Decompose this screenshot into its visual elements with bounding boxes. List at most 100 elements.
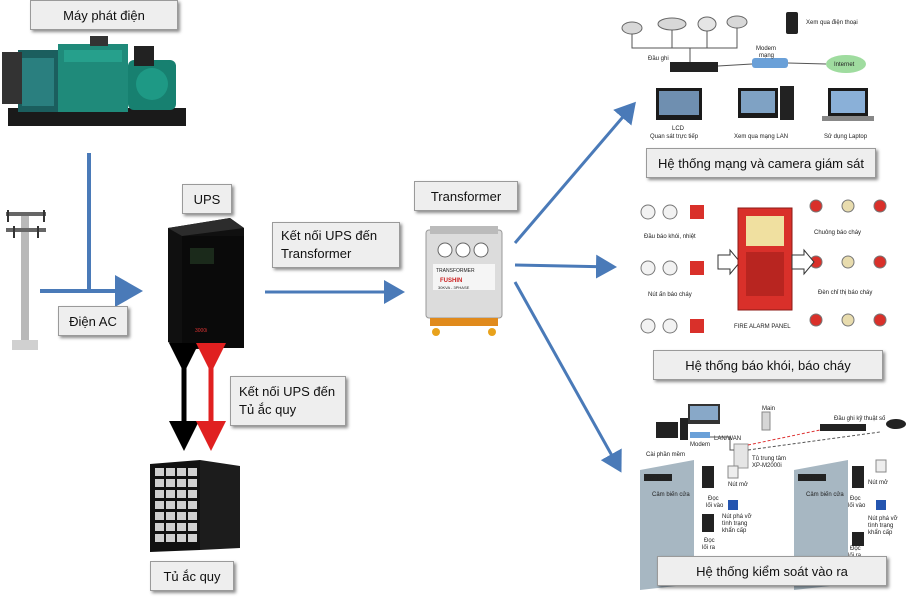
battery-slot (188, 490, 197, 498)
battery-slot (155, 512, 164, 520)
svg-text:Xem qua mạng LAN: Xem qua mạng LAN (734, 134, 788, 140)
svg-text:Đọc: Đọc (708, 496, 719, 502)
svg-text:Nút phá vỡ: Nút phá vỡ (722, 514, 752, 520)
svg-text:Cài phần mềm: Cài phần mềm (646, 452, 685, 458)
battery-slot (166, 512, 175, 520)
svg-text:3000i: 3000i (195, 328, 207, 334)
generator-label: Máy phát điện (30, 0, 178, 30)
svg-text:Sử dụng Laptop: Sử dụng Laptop (824, 133, 868, 140)
svg-text:Đọc: Đọc (704, 538, 715, 544)
ups-to-transformer-label: Kết nối UPS đến Transformer (272, 222, 400, 268)
camera-system-image: Xem qua điện thoại Đầu ghi Modem mạng In… (621, 12, 874, 140)
battery-slot (166, 479, 175, 487)
battery-slot (166, 501, 175, 509)
fire-bell-icon (841, 255, 855, 269)
fire-system-image: Đầu báo khói, nhiệt Nút ấn báo cháy FIRE… (640, 199, 887, 334)
svg-text:Internet: Internet (834, 62, 855, 68)
fire-bell-icon (841, 313, 855, 327)
fire-bell-icon (809, 313, 823, 327)
svg-text:Nút ấn báo cháy: Nút ấn báo cháy (648, 292, 692, 298)
transformer-label: Transformer (414, 181, 518, 211)
battery-slot (177, 523, 186, 531)
fire-bell-icon (873, 199, 887, 213)
svg-text:XP-M2000i: XP-M2000i (752, 463, 782, 469)
svg-text:TRANSFORMER: TRANSFORMER (436, 268, 475, 274)
battery-slot (188, 479, 197, 487)
battery-slot (155, 479, 164, 487)
battery-slot (166, 468, 175, 476)
ups-to-battery-label: Kết nối UPS đến Tủ ắc quy (230, 376, 346, 426)
svg-text:tình trạng: tình trạng (722, 521, 747, 527)
access-system-label: Hệ thống kiểm soát vào ra (657, 556, 887, 586)
svg-text:LCD: LCD (672, 126, 685, 132)
svg-text:khẩn cấp: khẩn cấp (868, 529, 893, 536)
svg-text:Xem qua điện thoại: Xem qua điện thoại (806, 20, 858, 26)
ups-image: 3000i (168, 218, 244, 350)
battery-slot (177, 534, 186, 542)
smoke-detector-icon (662, 204, 678, 220)
svg-text:Chuông báo cháy: Chuông báo cháy (814, 230, 861, 236)
svg-text:Nút mở: Nút mở (728, 481, 748, 488)
fire-bell-icon (873, 313, 887, 327)
generator-image (2, 36, 186, 126)
fire-button-icon (690, 319, 704, 333)
fire-bell-icon (873, 255, 887, 269)
svg-text:Đọc: Đọc (850, 496, 861, 502)
svg-text:FIRE ALARM PANEL: FIRE ALARM PANEL (734, 324, 791, 330)
battery-slot (166, 490, 175, 498)
battery-slot (155, 490, 164, 498)
svg-text:Đầu báo khói, nhiệt: Đầu báo khói, nhiệt (644, 234, 696, 240)
battery-slot (188, 468, 197, 476)
svg-text:Đầu ghi: Đầu ghi (648, 56, 669, 62)
battery-slot (188, 534, 197, 542)
battery-slot (177, 468, 186, 476)
fire-bell-icon (809, 199, 823, 213)
svg-text:lối vào: lối vào (706, 503, 724, 509)
ups-to-battery-line2: Tủ ắc quy (239, 402, 297, 417)
svg-text:Cảm biến cửa: Cảm biến cửa (806, 491, 844, 498)
svg-text:khẩn cấp: khẩn cấp (722, 527, 747, 534)
smoke-detector-icon (662, 318, 678, 334)
fire-system-label: Hệ thống báo khói, báo cháy (653, 350, 883, 380)
svg-text:Quan sát trực tiếp: Quan sát trực tiếp (650, 134, 699, 140)
svg-text:Cảm biến cửa: Cảm biến cửa (652, 491, 690, 498)
battery-slot (188, 512, 197, 520)
ups-to-transformer-line2: Transformer (281, 246, 352, 261)
svg-text:Đèn chỉ thị báo cháy: Đèn chỉ thị báo cháy (818, 289, 872, 296)
battery-slot (177, 512, 186, 520)
svg-text:tình trạng: tình trạng (868, 523, 893, 529)
battery-slot (155, 534, 164, 542)
ups-to-transformer-line1: Kết nối UPS đến (281, 228, 378, 243)
power-feed-lines (40, 153, 143, 307)
battery-slot (166, 534, 175, 542)
battery-slot (177, 490, 186, 498)
svg-text:Modem: Modem (690, 442, 710, 448)
svg-text:Nút mở: Nút mở (868, 479, 888, 486)
svg-text:lối ra: lối ra (702, 545, 716, 551)
transformer-output-arrows (513, 101, 636, 473)
transformer-image: TRANSFORMER FUSHIN 30KVA - 3PHASE (425, 226, 503, 336)
battery-slot (166, 523, 175, 531)
ups-to-battery-line1: Kết nối UPS đến (239, 384, 336, 399)
smoke-detector-icon (640, 204, 656, 220)
ups-battery-arrows (169, 343, 226, 451)
fire-button-icon (690, 261, 704, 275)
svg-text:FUSHIN: FUSHIN (440, 278, 462, 284)
battery-slot (155, 523, 164, 531)
ac-power-label: Điện AC (58, 306, 128, 336)
svg-text:Nút phá vỡ: Nút phá vỡ (868, 516, 898, 522)
svg-text:lối vào: lối vào (848, 503, 866, 509)
camera-system-label: Hệ thống mạng và camera giám sát (646, 148, 876, 178)
battery-slot (188, 523, 197, 531)
svg-text:Đọc: Đọc (850, 546, 861, 552)
svg-text:Đầu ghi kỹ thuật số: Đầu ghi kỹ thuật số (834, 416, 886, 422)
smoke-detector-icon (640, 318, 656, 334)
battery-slot (177, 479, 186, 487)
smoke-detector-icon (640, 260, 656, 276)
svg-text:EM Lock: EM Lock (800, 476, 824, 482)
battery-slot (188, 501, 197, 509)
svg-text:Modem: Modem (756, 46, 776, 52)
svg-text:mạng: mạng (759, 53, 774, 59)
svg-text:30KVA - 3PHASE: 30KVA - 3PHASE (438, 285, 470, 290)
